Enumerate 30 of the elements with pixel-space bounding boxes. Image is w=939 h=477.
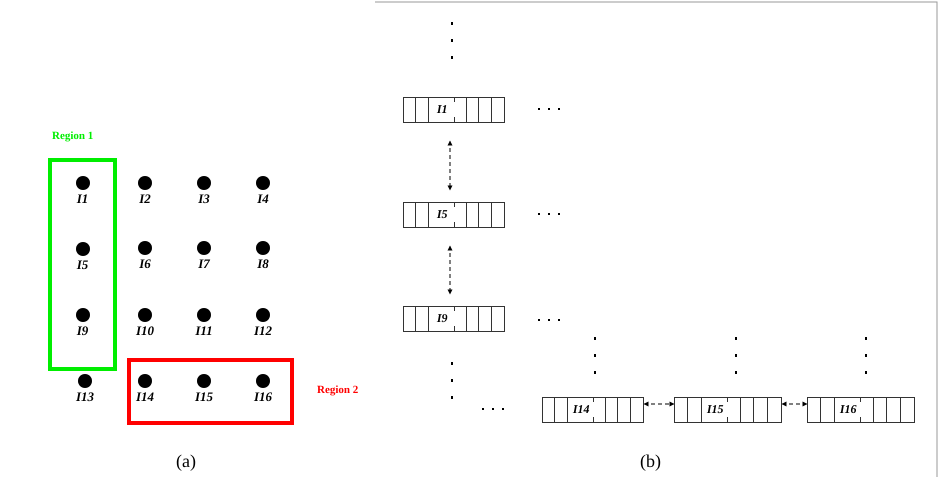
point-label: I11 (194, 323, 214, 339)
point-label: I1 (76, 191, 90, 207)
array-box (403, 97, 505, 123)
region-title: Region 1 (52, 130, 94, 142)
array-box (403, 202, 505, 228)
panel-label: (a) (176, 451, 196, 472)
point-label: I8 (256, 256, 270, 272)
point-label: I6 (138, 256, 152, 272)
point-label: I12 (252, 323, 274, 339)
double-arrow (448, 246, 452, 294)
point-label: I13 (74, 389, 96, 405)
point-label: I3 (197, 191, 211, 207)
point-label: I15 (194, 389, 214, 405)
point-label: I10 (134, 323, 156, 339)
point-label: I5 (76, 257, 90, 273)
array-box (674, 397, 782, 423)
point-label: I7 (197, 256, 212, 272)
point-label: I14 (134, 389, 156, 405)
point-label: I16 (252, 389, 274, 405)
double-arrow (448, 140, 452, 190)
double-arrow (644, 402, 674, 406)
array-box (403, 306, 505, 332)
point-label: I4 (256, 191, 270, 207)
array-box (807, 397, 915, 423)
panel-label: (b) (640, 451, 661, 472)
region-title: Region 2 (317, 384, 358, 396)
point-label: I2 (138, 191, 152, 207)
array-box (542, 397, 644, 423)
point-label: I9 (76, 323, 90, 339)
double-arrow (782, 402, 808, 406)
